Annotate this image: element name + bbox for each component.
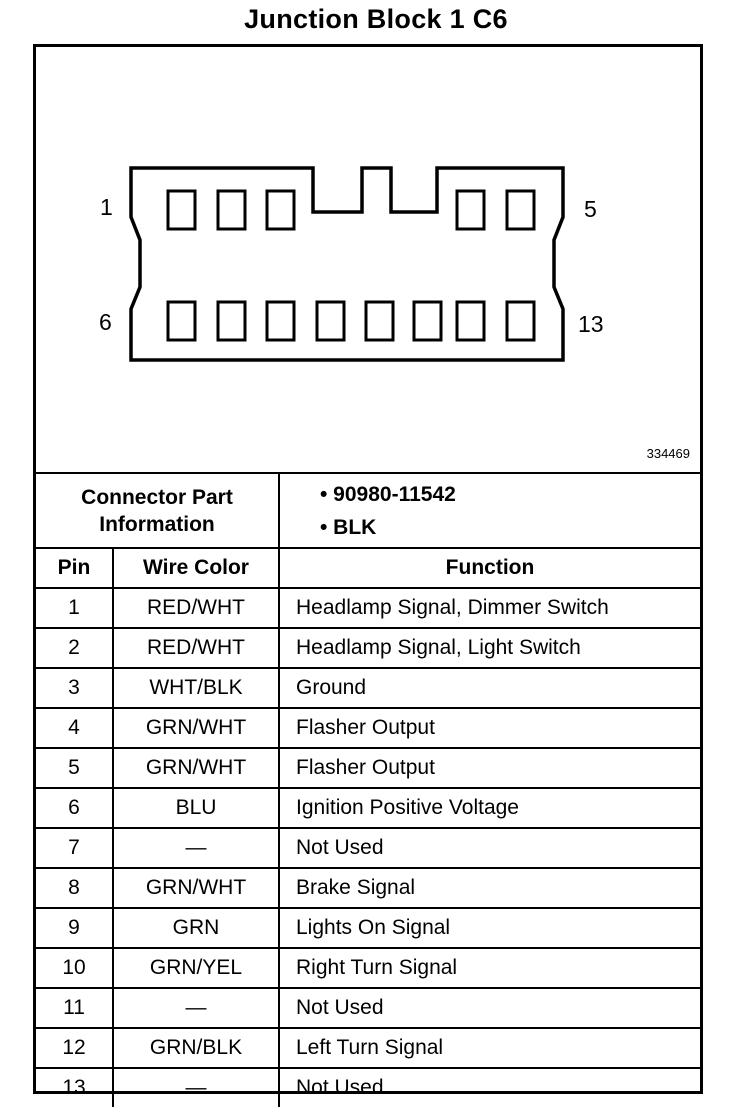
- pin-cavity-5: [505, 189, 536, 231]
- wire-color-cell: BLU: [112, 787, 279, 828]
- connector-info-values: • 90980-11542 • BLK: [278, 472, 700, 548]
- pin-cell: 2: [36, 627, 113, 668]
- wire-color-cell: WHT/BLK: [112, 667, 279, 708]
- function-cell: Ground: [278, 667, 700, 708]
- function-cell: Not Used: [278, 987, 700, 1028]
- pinout-table: Connector Part Information • 90980-11542…: [36, 472, 700, 1107]
- pin-cavity-10: [364, 300, 395, 342]
- pin-label-top-right: 5: [584, 196, 597, 222]
- function-cell: Not Used: [278, 1067, 700, 1107]
- pin-cell: 12: [36, 1027, 113, 1068]
- function-cell: Not Used: [278, 827, 700, 868]
- pin-cavity-7: [216, 300, 247, 342]
- wire-color-cell: RED/WHT: [112, 627, 279, 668]
- wire-color-cell: GRN/YEL: [112, 947, 279, 988]
- header-wire-color: Wire Color: [112, 547, 279, 588]
- pin-cavity-1: [166, 189, 197, 231]
- header-function: Function: [278, 547, 700, 588]
- function-cell: Brake Signal: [278, 867, 700, 908]
- pin-cell: 8: [36, 867, 113, 908]
- pin-label-bottom-right: 13: [578, 311, 604, 337]
- pin-cell: 6: [36, 787, 113, 828]
- table-header-row: Pin Wire Color Function: [36, 547, 700, 588]
- connector-part-number: • 90980-11542: [320, 482, 456, 506]
- function-cell: Flasher Output: [278, 707, 700, 748]
- function-cell: Ignition Positive Voltage: [278, 787, 700, 828]
- page-title: Junction Block 1 C6: [244, 4, 508, 34]
- table-row: 11—Not Used: [36, 987, 700, 1028]
- pin-cell: 13: [36, 1067, 113, 1107]
- pin-cell: 4: [36, 707, 113, 748]
- wire-color-cell: GRN: [112, 907, 279, 948]
- pin-cavity-6: [166, 300, 197, 342]
- pin-cell: 3: [36, 667, 113, 708]
- function-cell: Flasher Output: [278, 747, 700, 788]
- pin-cell: 1: [36, 587, 113, 628]
- pin-cavity-11: [412, 300, 443, 342]
- pin-cell: 9: [36, 907, 113, 948]
- document-frame: 1 5 6 13 334469 Connector Part Informati…: [33, 44, 703, 1107]
- function-cell: Headlamp Signal, Dimmer Switch: [278, 587, 700, 628]
- pin-cell: 5: [36, 747, 113, 788]
- pin-label-bottom-left: 6: [99, 309, 112, 335]
- connector-face-drawing: [129, 166, 565, 362]
- table-row: 7—Not Used: [36, 827, 700, 868]
- figure-number: 334469: [646, 446, 690, 461]
- pin-cavity-2: [216, 189, 247, 231]
- pin-cavity-3: [265, 189, 296, 231]
- pin-label-top-left: 1: [100, 194, 113, 220]
- wire-color-cell: GRN/WHT: [112, 747, 279, 788]
- function-cell: Lights On Signal: [278, 907, 700, 948]
- wire-color-cell: —: [112, 1067, 279, 1107]
- wire-color-cell: GRN/WHT: [112, 867, 279, 908]
- table-row: 13—Not Used: [36, 1067, 700, 1107]
- pin-cell: 7: [36, 827, 113, 868]
- wire-color-cell: GRN/BLK: [112, 1027, 279, 1068]
- wire-color-cell: —: [112, 827, 279, 868]
- function-cell: Right Turn Signal: [278, 947, 700, 988]
- connector-diagram: 1 5 6 13 334469: [36, 47, 700, 472]
- connector-info-label: Connector Part Information: [36, 472, 279, 548]
- pin-cavity-8: [265, 300, 296, 342]
- header-pin: Pin: [36, 547, 113, 588]
- wire-color-cell: —: [112, 987, 279, 1028]
- pin-cavity-13: [505, 300, 536, 342]
- wire-color-cell: RED/WHT: [112, 587, 279, 628]
- function-cell: Left Turn Signal: [278, 1027, 700, 1068]
- connector-outline: [129, 166, 565, 362]
- pin-cavity-9: [315, 300, 346, 342]
- pin-cell: 11: [36, 987, 113, 1028]
- connector-info-row: Connector Part Information • 90980-11542…: [36, 472, 700, 548]
- wire-color-cell: GRN/WHT: [112, 707, 279, 748]
- pin-cavity-4: [455, 189, 486, 231]
- pin-cell: 10: [36, 947, 113, 988]
- pin-cavity-12: [455, 300, 486, 342]
- function-cell: Headlamp Signal, Light Switch: [278, 627, 700, 668]
- connector-color: • BLK: [320, 515, 377, 539]
